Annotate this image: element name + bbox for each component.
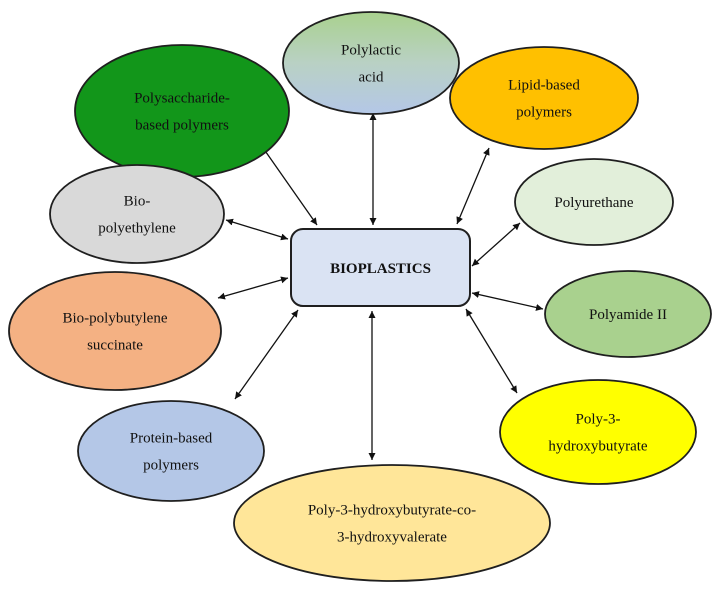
connector-arrow-polysaccharide-based-polymers xyxy=(260,144,318,226)
label-polysaccharide-based-polymers-line-1: Polysaccharide- xyxy=(134,91,230,107)
ellipse-poly-3-hydroxybutyrate xyxy=(499,379,697,485)
label-polylactic-acid-line-1: Polylactic xyxy=(341,43,401,59)
label-lipid-based-polymers-line-2: polymers xyxy=(516,105,572,121)
ellipse-bio-polybutylene-succinate xyxy=(8,271,222,391)
arrows xyxy=(217,113,544,460)
label-poly-3-hydroxybutyrate-line-2: hydroxybutyrate xyxy=(548,439,647,455)
label-bio-polybutylene-succinate-line-2: succinate xyxy=(87,338,143,354)
label-protein-based-polymers-line-2: polymers xyxy=(143,458,199,474)
ellipse-bio-polyethylene xyxy=(49,164,225,264)
node-bio-polybutylene-succinate: Bio-polybutylene succinate xyxy=(8,271,222,391)
label-bio-polybutylene-succinate-line-1: Bio-polybutylene xyxy=(63,311,168,327)
label-bio-polyethylene-line-2: polyethylene xyxy=(98,221,176,237)
label-phbv-line-1: Poly-3-hydroxybutyrate-co- xyxy=(308,503,476,519)
label-polylactic-acid-line-2: acid xyxy=(359,70,384,86)
center-box xyxy=(290,228,471,307)
label-phbv-line-2: 3-hydroxyvalerate xyxy=(337,530,447,546)
node-poly-3-hydroxybutyrate: Poly-3- hydroxybutyrate xyxy=(499,379,697,485)
ellipse-lipid-based-polymers xyxy=(449,46,639,150)
node-phbv: Poly-3-hydroxybutyrate-co- 3-hydroxyvaler… xyxy=(233,464,551,582)
label-polyurethane-line-1: Polyurethane xyxy=(554,195,633,211)
connector-arrow-protein-based-polymers xyxy=(234,309,299,400)
label-poly-3-hydroxybutyrate-line-1: Poly-3- xyxy=(576,412,621,428)
ellipse-polysaccharide-based-polymers xyxy=(74,44,290,178)
ellipse-phbv xyxy=(233,464,551,582)
ellipse-polyurethane xyxy=(514,158,674,246)
connector-arrow-polyurethane xyxy=(471,222,521,267)
node-polysaccharide-based-polymers: Polysaccharide-based polymers xyxy=(74,44,290,178)
ellipse-polyamide-ii xyxy=(544,270,712,358)
node-protein-based-polymers: Protein-based polymers xyxy=(77,400,265,502)
label-polyamide-ii-line-1: Polyamide II xyxy=(589,307,667,323)
connector-arrow-lipid-based-polymers xyxy=(456,147,490,225)
center-node: BIOPLASTICS xyxy=(290,228,471,307)
node-lipid-based-polymers: Lipid-based polymers xyxy=(449,46,639,150)
node-polyamide-ii: Polyamide II xyxy=(544,270,712,358)
label-polysaccharide-based-polymers-line-2: based polymers xyxy=(135,118,229,134)
label-bio-polyethylene-line-1: Bio- xyxy=(124,194,151,210)
label-protein-based-polymers-line-1: Protein-based xyxy=(130,431,213,447)
connector-arrow-bio-polyethylene xyxy=(225,218,289,241)
connector-arrow-polyamide-ii xyxy=(471,291,544,311)
node-polylactic-acid: Polylactic acid xyxy=(282,11,460,115)
ellipse-protein-based-polymers xyxy=(77,400,265,502)
node-bio-polyethylene: Bio-polyethylene xyxy=(49,164,225,264)
label-lipid-based-polymers-line-1: Lipid-based xyxy=(508,78,580,94)
ellipse-polylactic-acid xyxy=(282,11,460,115)
center-label: BIOPLASTICS xyxy=(330,261,431,277)
connector-arrow-bio-polybutylene-succinate xyxy=(217,276,289,300)
connector-arrow-poly-3-hydroxybutyrate xyxy=(465,308,518,394)
node-polyurethane: Polyurethane xyxy=(514,158,674,246)
